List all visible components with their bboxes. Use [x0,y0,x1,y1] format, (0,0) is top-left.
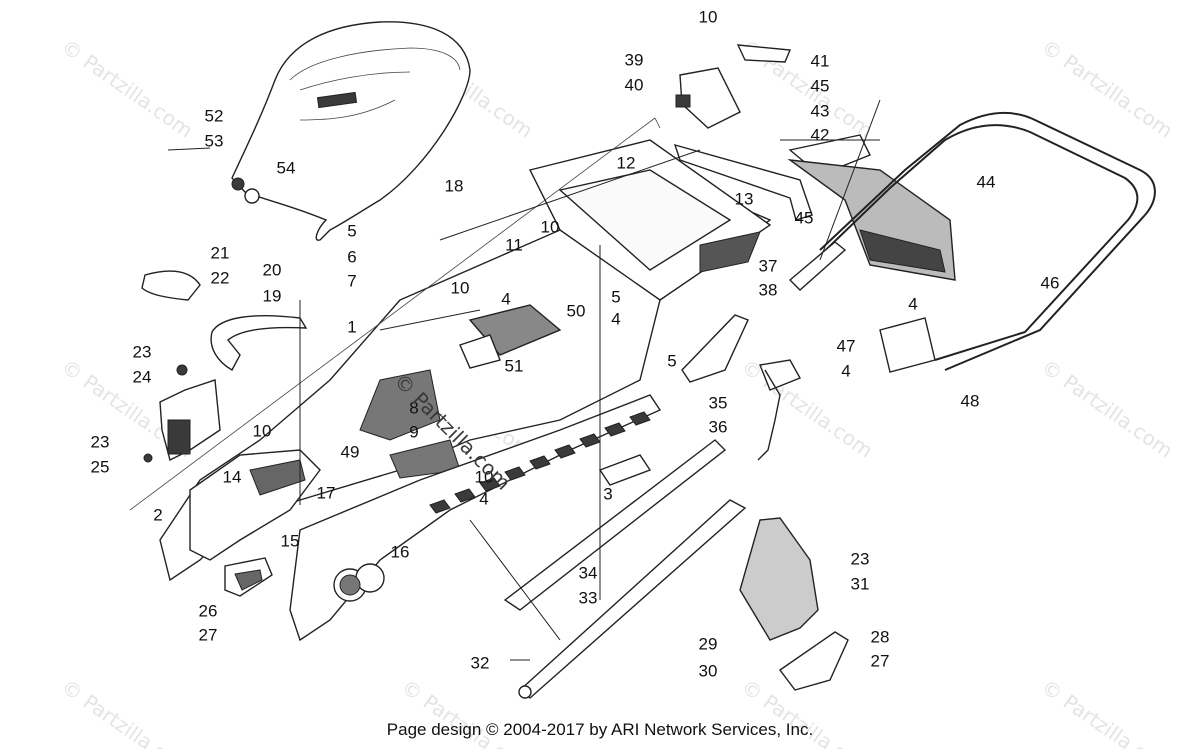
callout-label: 16 [391,542,410,561]
callout-label: 31 [851,574,870,593]
watermark-text: © Partzilla.com [57,34,197,142]
callout-label: 4 [841,361,850,380]
rail-cutout [529,455,551,470]
callout-label: 4 [611,309,620,328]
callout-label: 23 [851,549,870,568]
callout-layer: 1234444455567891010101010111213141516171… [91,7,1060,680]
seat-drawing [167,21,471,241]
callout-label: 18 [445,176,464,195]
callout-label: 30 [699,661,718,680]
callout-label: 42 [811,125,830,144]
callout-label: 10 [699,7,718,26]
callout-label: 50 [567,301,586,320]
leader-lines [129,99,881,661]
callout-label: 48 [961,391,980,410]
callout-label: 4 [479,489,488,508]
watermark-text: © Partzilla.com [1037,34,1177,142]
callout-label: 34 [579,563,598,582]
callout-label: 29 [699,634,718,653]
callout-label: 33 [579,588,598,607]
callout-label: 23 [133,342,152,361]
callout-label: 28 [871,627,890,646]
callout-label: 53 [205,131,224,150]
callout-label: 6 [347,247,356,266]
callout-label: 24 [133,367,152,386]
callout-label: 10 [451,278,470,297]
callout-label: 27 [871,651,890,670]
rail-cutout [629,411,651,426]
small-parts-left [141,270,308,463]
callout-label: 36 [709,417,728,436]
callout-label: 5 [667,351,676,370]
watermark-text: © Partzilla.com [737,354,877,462]
callout-label: 25 [91,457,110,476]
callout-label: 23 [91,432,110,451]
callout-label: 4 [501,289,510,308]
callout-label: 22 [211,268,230,287]
callout-label: 38 [759,280,778,299]
callout-label: 39 [625,50,644,69]
callout-label: 11 [505,235,523,254]
callout-label: 41 [811,51,830,70]
callout-label: 35 [709,393,728,412]
callout-label: 43 [811,101,830,120]
callout-label: 1 [347,317,356,336]
callout-label: 10 [253,421,272,440]
callout-label: 26 [199,601,218,620]
callout-label: 17 [317,483,336,502]
callout-label: 5 [347,221,356,240]
callout-label: 37 [759,256,778,275]
callout-label: 47 [837,336,856,355]
callout-label: 10 [475,467,494,486]
callout-label: 44 [977,172,996,191]
callout-label: 14 [223,467,242,486]
callout-label: 7 [347,271,356,290]
callout-label: 4 [908,294,917,313]
rail-cutout [479,477,501,492]
rail-cutout [554,444,576,459]
callout-label: 45 [811,76,830,95]
callout-label: 19 [263,286,282,305]
callout-label: 54 [277,158,296,177]
rail-cutout [604,422,626,437]
rail-cutout [504,466,526,481]
rail-cutout [454,488,476,503]
callout-label: 13 [735,189,754,208]
callout-label: 5 [611,287,620,306]
tunnel-frame [159,139,772,642]
bottom-parts [224,439,849,699]
callout-label: 9 [409,422,418,441]
callout-label: 3 [603,484,612,503]
callout-label: 12 [617,153,636,172]
watermark-text: © Partzilla.com [1037,354,1177,462]
callout-label: 46 [1041,273,1060,292]
callout-label: 51 [505,356,524,375]
callout-label: 52 [205,106,224,125]
callout-label: 8 [409,398,418,417]
copyright-footer: Page design © 2004-2017 by ARI Network S… [386,720,814,739]
callout-label: 2 [153,505,162,524]
callout-label: 40 [625,75,644,94]
callout-label: 10 [541,217,560,236]
callout-label: 45 [795,208,814,227]
rear-parts [673,44,1156,461]
callout-label: 27 [199,625,218,644]
callout-label: 32 [471,653,490,672]
callout-label: 21 [211,243,230,262]
callout-label: 20 [263,260,282,279]
rail-cutout [429,499,451,514]
callout-label: 49 [341,442,360,461]
callout-label: 15 [281,531,300,550]
